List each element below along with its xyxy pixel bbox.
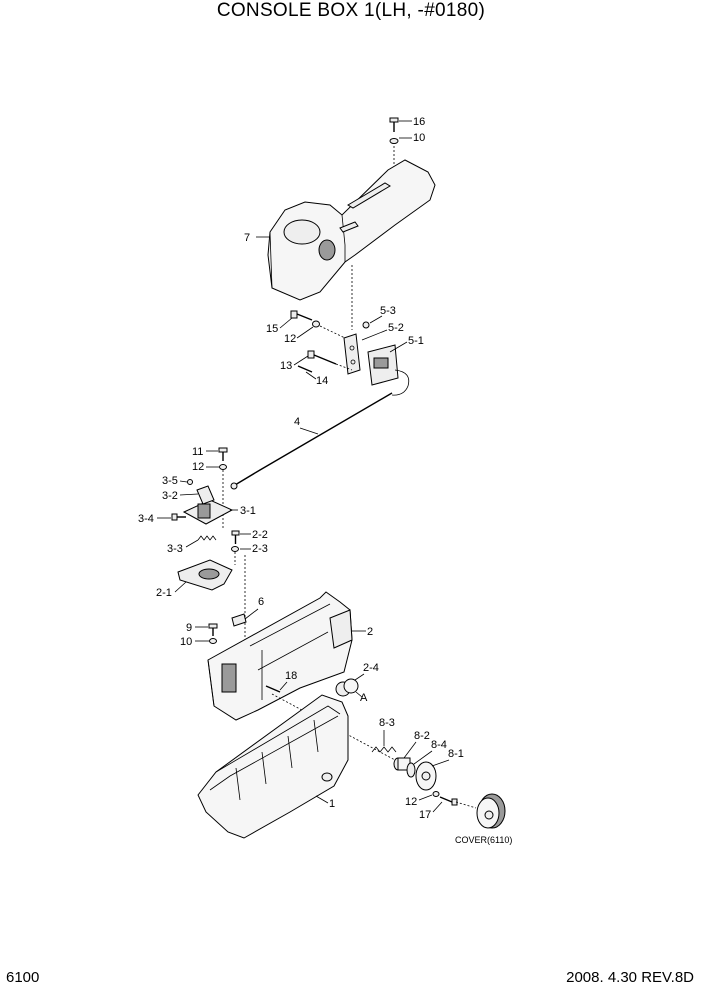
bolt-11 [218,447,228,461]
label-8-2: 8-2 [414,730,430,742]
washer-2-3 [231,546,239,552]
label-15: 15 [266,323,278,335]
cover-knob [476,793,506,829]
bracket-5-2 [343,333,361,375]
label-8-4: 8-4 [431,739,447,751]
washer-12-a [312,320,320,328]
washer-12-b [219,464,227,470]
bolt-15 [290,310,313,321]
label-12-a: 12 [284,333,296,345]
washer-10-b [209,638,217,644]
label-12-c: 12 [405,796,417,808]
console-cover-7 [267,159,436,301]
label-7: 7 [244,232,250,244]
spring-8-3 [371,746,397,753]
label-2-1: 2-1 [156,587,172,599]
pin-18 [265,685,281,693]
label-18: 18 [285,670,297,682]
label-3-2: 3-2 [162,490,178,502]
bushing-2-4 [335,678,359,697]
label-3-3: 3-3 [167,543,183,555]
cable-4 [230,392,393,490]
label-10-b: 10 [180,636,192,648]
bracket-3-2 [196,485,215,505]
plate-8-1 [415,761,437,791]
label-8-1: 8-1 [448,748,464,760]
label-3-5: 3-5 [162,475,178,487]
label-3-1: 3-1 [240,505,256,517]
console-box-1 [197,694,349,839]
label-16: 16 [413,116,425,128]
screw-16 [389,117,399,132]
washer-10-top [389,138,399,144]
washer-12-c [432,791,440,797]
label-5-1: 5-1 [408,335,424,347]
clip-6 [231,613,247,627]
label-8-3: 8-3 [379,717,395,729]
label-2-4: 2-4 [363,662,379,674]
console-frame-2 [207,591,353,721]
label-11: 11 [192,446,203,458]
bolt-9 [208,623,218,636]
lever-plate-3-1 [182,499,234,525]
label-A: A [360,692,368,704]
collar-8-4 [406,762,416,778]
label-17: 17 [419,809,431,821]
switch-bracket-5-1 [367,344,399,386]
bolt-2-2 [231,530,240,544]
label-5-2: 5-2 [388,322,404,334]
label-9: 9 [186,622,192,634]
bolt-17 [439,796,458,806]
label-12-b: 12 [192,461,204,473]
label-2: 2 [367,626,373,638]
bracket-2-1 [177,559,233,591]
spring-3-3 [197,535,217,541]
page-title: CONSOLE BOX 1(LH, -#0180) [216,0,486,21]
label-14: 14 [316,375,328,387]
label-6: 6 [258,596,264,608]
bolt-13 [307,350,337,365]
nut-3-5 [187,479,193,485]
label-10-top: 10 [413,132,425,144]
label-3-4: 3-4 [138,513,154,525]
bolt-3-4 [171,513,186,521]
label-2-3: 2-3 [252,543,268,555]
label-cover: COVER(6110) [455,835,512,845]
label-13: 13 [280,360,292,372]
label-4: 4 [294,416,300,428]
label-5-3: 5-3 [380,305,396,317]
screw-5-3 [362,321,370,329]
label-1: 1 [329,798,335,810]
page-number: 6100 [6,969,40,986]
revision-date: 2008. 4.30 REV.8D [566,969,694,986]
pin-14 [297,365,313,373]
label-2-2: 2-2 [252,529,268,541]
